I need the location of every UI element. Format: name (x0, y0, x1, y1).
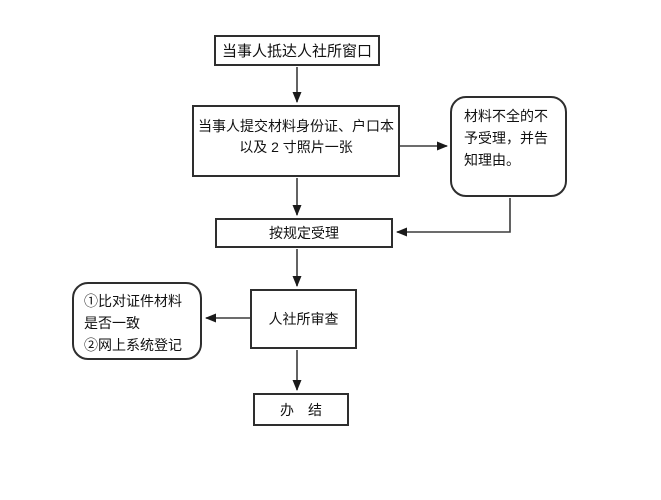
node-label: 人社所审查 (268, 311, 339, 327)
flow-node-reject-incomplete: 材料不全的不 予受理，并告 知理由。 (450, 96, 567, 197)
node-label-line: 材料不全的不 (464, 108, 548, 124)
node-label-line: 以及 2 寸照片一张 (239, 139, 353, 155)
node-label-line: ②网上系统登记 (84, 337, 182, 353)
node-label: 办 结 (280, 401, 322, 418)
node-label-line: 当事人提交材料身份证、户口本 (198, 118, 394, 134)
node-label: 按规定受理 (269, 225, 339, 241)
flow-node-accept-per-rules: 按规定受理 (215, 218, 393, 248)
connector-reject-accept (396, 198, 511, 237)
flow-node-verify-and-register: ①比对证件材料 是否一致 ②网上系统登记 (72, 282, 202, 360)
flow-node-submit-materials: 当事人提交材料身份证、户口本 以及 2 寸照片一张 (192, 105, 400, 177)
node-label-line: 是否一致 (84, 315, 140, 331)
flow-node-bureau-review: 人社所审查 (250, 289, 357, 349)
node-label-line: 予受理，并告 (464, 130, 548, 146)
node-label: 当事人抵达人社所窗口 (221, 43, 372, 60)
flow-node-arrive-window: 当事人抵达人社所窗口 (214, 35, 380, 66)
flow-node-complete: 办 结 (253, 393, 349, 426)
node-label-line: 知理由。 (464, 152, 520, 168)
node-label-line: ①比对证件材料 (84, 293, 182, 309)
